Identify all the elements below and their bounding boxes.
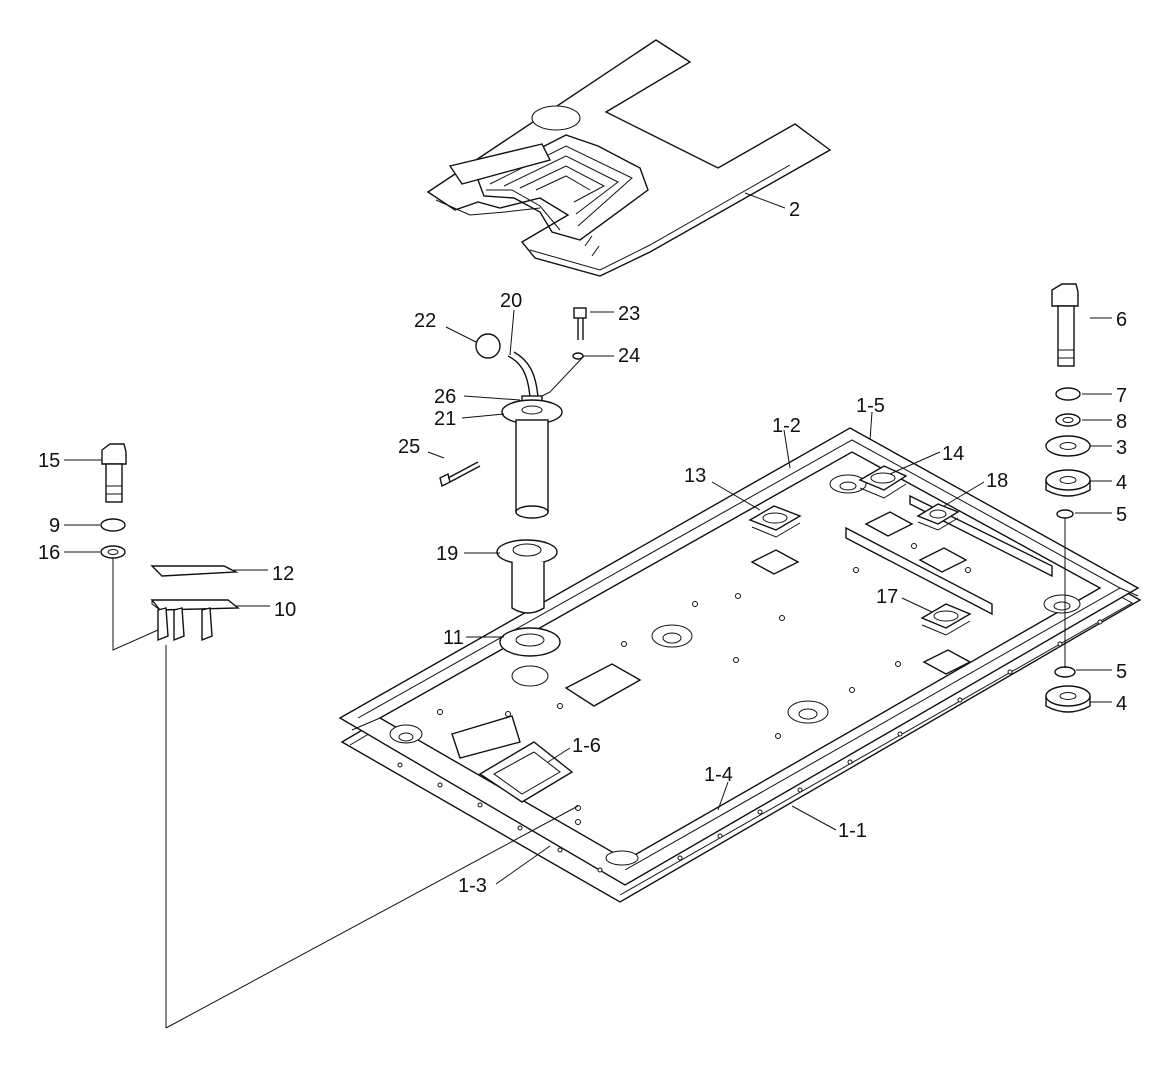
leader-lines: [64, 192, 1112, 885]
callout-5-upper: 5: [1116, 504, 1127, 526]
callout-17: 17: [876, 586, 898, 608]
floor-plate: [338, 427, 1142, 903]
callout-14: 14: [942, 443, 964, 465]
callout-1-1: 1-1: [838, 820, 867, 842]
callout-4-lower: 4: [1116, 693, 1127, 715]
grommet-13: [748, 505, 802, 538]
callout-23: 23: [618, 303, 640, 325]
callout-4-upper: 4: [1116, 472, 1127, 494]
callout-1-2: 1-2: [772, 415, 801, 437]
callout-1-5: 1-5: [856, 395, 885, 417]
callout-3: 3: [1116, 437, 1127, 459]
callout-24: 24: [618, 345, 640, 367]
mount-stack: [1045, 283, 1091, 713]
callout-21: 21: [434, 408, 456, 430]
grommet-18: [916, 503, 960, 531]
callout-22: 22: [414, 310, 436, 332]
callout-18: 18: [986, 470, 1008, 492]
callout-16: 16: [38, 542, 60, 564]
filler-pipe-assembly: [439, 307, 587, 657]
callout-13: 13: [684, 465, 706, 487]
callout-2: 2: [789, 199, 800, 221]
callout-labels: 2 6 7 8 3 4 5 5 4 15 9 16 12 10 19 11 22…: [38, 199, 1127, 897]
callout-8: 8: [1116, 411, 1127, 433]
callout-1-4: 1-4: [704, 764, 733, 786]
callout-7: 7: [1116, 385, 1127, 407]
floor-mat: [426, 39, 832, 277]
bracket-assembly: [100, 443, 579, 1029]
callout-5-lower: 5: [1116, 661, 1127, 683]
callout-15: 15: [38, 450, 60, 472]
callout-19: 19: [436, 543, 458, 565]
callout-11: 11: [443, 627, 464, 649]
callout-9: 9: [49, 515, 60, 537]
callout-26: 26: [434, 386, 456, 408]
callout-20: 20: [500, 290, 522, 312]
callout-12: 12: [272, 563, 294, 585]
callout-1-6: 1-6: [572, 735, 601, 757]
callout-25: 25: [398, 436, 420, 458]
callout-1-3: 1-3: [458, 875, 487, 897]
callout-10: 10: [274, 599, 296, 621]
callout-6: 6: [1116, 309, 1127, 331]
grommet-17: [920, 603, 972, 636]
